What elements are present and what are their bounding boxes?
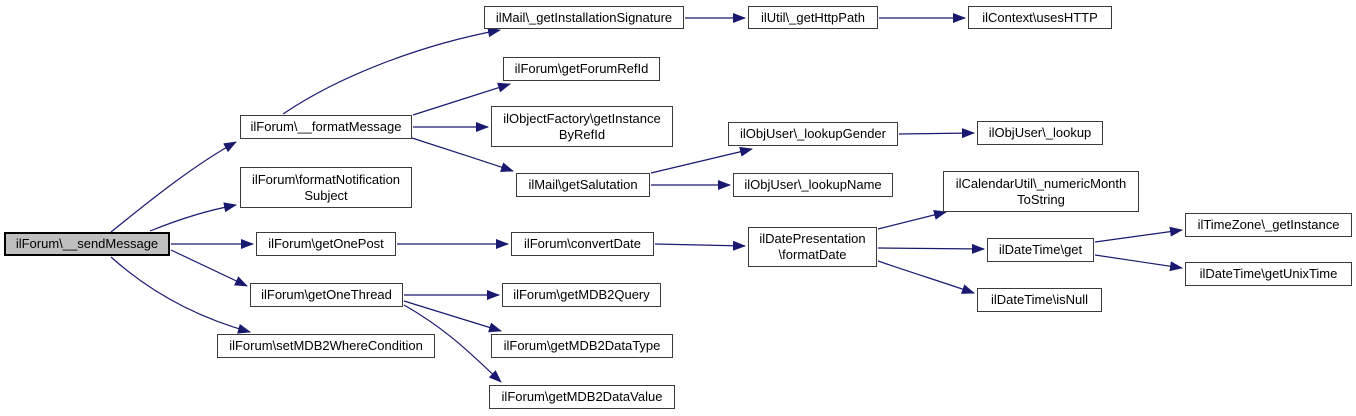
edge-formatmessage-to-getforumrefid xyxy=(412,82,511,116)
node-label: ilForum\getMDB2DataValue xyxy=(501,389,663,404)
node-sendmessage[interactable]: ilForum\__sendMessage xyxy=(4,232,170,256)
node-label: ilTimeZone\_getInstance xyxy=(1197,217,1340,232)
node-label: ilCalendarUtil\_numericMonth xyxy=(955,175,1127,191)
node-formatdate[interactable]: ilDatePresentation\formatDate xyxy=(748,227,877,267)
node-gethttppath[interactable]: ilUtil\_getHttpPath xyxy=(748,6,878,29)
edge-sendmessage-to-getonethread xyxy=(170,249,248,287)
node-label: ilForum\setMDB2WhereCondition xyxy=(229,338,423,353)
node-lookupgender[interactable]: ilObjUser\_lookupGender xyxy=(728,122,898,146)
edge-sendmessage-to-formatnotificationsubject xyxy=(149,202,237,232)
edge-formatmessage-to-getsalutation xyxy=(411,137,514,172)
node-label: ilUtil\_getHttpPath xyxy=(760,9,866,25)
node-label: ilObjUser\_lookupGender xyxy=(740,126,886,141)
edge-getonethread-to-getmdb2datavalue xyxy=(403,304,502,383)
node-label: ilForum\getOneThread xyxy=(261,287,392,302)
node-label: ilMail\getSalutation xyxy=(528,177,638,192)
node-label: ilObjectFactory\getInstance xyxy=(503,110,661,126)
node-label: ByRefId xyxy=(558,126,606,142)
edge-getonethread-to-getmdb2datatype xyxy=(403,300,502,333)
node-label: ilForum\getForumRefId xyxy=(514,61,649,76)
node-getsalutation[interactable]: ilMail\getSalutation xyxy=(516,173,650,197)
node-label: ilDateTime\getUnixTime xyxy=(1199,266,1338,281)
node-getonethread[interactable]: ilForum\getOneThread xyxy=(250,283,403,307)
edge-sendmessage-to-formatmessage xyxy=(110,141,237,233)
edge-datetimeget-to-getunixtime xyxy=(1094,254,1183,272)
node-label: ilForum\convertDate xyxy=(523,236,642,251)
node-label: ilForum\formatNotification xyxy=(251,171,401,187)
node-getmdb2datavalue[interactable]: ilForum\getMDB2DataValue xyxy=(489,385,675,409)
node-label: ilDatePresentation xyxy=(759,231,866,246)
edge-convertdate-to-formatdate xyxy=(654,240,746,251)
node-label: ilForum\__formatMessage xyxy=(250,119,402,134)
node-timezonegetinstance[interactable]: ilTimeZone\_getInstance xyxy=(1185,213,1352,237)
edge-formatdate-to-isnull xyxy=(877,260,975,294)
node-label: ilMail\_getInstallationSignature xyxy=(495,9,673,25)
node-label: Subject xyxy=(304,187,348,203)
node-lookupname[interactable]: ilObjUser\_lookupName xyxy=(733,173,893,197)
edge-formatdate-to-datetimeget xyxy=(877,243,985,254)
node-label: ilContext\usesHTTP xyxy=(982,9,1098,25)
node-getforumrefid[interactable]: ilForum\getForumRefId xyxy=(503,57,660,81)
node-useshttp[interactable]: ilContext\usesHTTP xyxy=(968,6,1112,29)
node-label: ilDateTime\isNull xyxy=(990,292,1089,307)
node-label: ilForum\getMDB2DataType xyxy=(503,338,661,353)
edge-getsalutation-to-lookupgender xyxy=(650,146,753,174)
edge-formatdate-to-numericmonthtostring xyxy=(877,210,947,230)
node-label: ilObjUser\_lookupName xyxy=(744,177,882,192)
node-label: ilDateTime\get xyxy=(998,242,1083,257)
node-getinstallationsignature[interactable]: ilMail\_getInstallationSignature xyxy=(484,6,684,29)
node-label: \formatDate xyxy=(778,247,847,262)
node-getunixtime[interactable]: ilDateTime\getUnixTime xyxy=(1185,262,1352,286)
node-getmdb2query[interactable]: ilForum\getMDB2Query xyxy=(502,283,661,307)
edge-sendmessage-to-setmdb2wherecondition xyxy=(110,256,251,334)
node-setmdb2wherecondition[interactable]: ilForum\setMDB2WhereCondition xyxy=(217,334,435,358)
node-isnull[interactable]: ilDateTime\isNull xyxy=(977,288,1102,312)
node-label: ilForum\__sendMessage xyxy=(15,236,159,251)
edge-lookupgender-to-lookup xyxy=(898,128,975,139)
node-datetimeget[interactable]: ilDateTime\get xyxy=(987,238,1094,262)
node-getmdb2datatype[interactable]: ilForum\getMDB2DataType xyxy=(491,334,673,358)
edge-datetimeget-to-timezonegetinstance xyxy=(1094,226,1183,243)
node-label: ilForum\getMDB2Query xyxy=(513,287,650,302)
edge-formatmessage-to-getinstallationsignature xyxy=(282,27,501,115)
node-label: ilForum\getOnePost xyxy=(268,236,384,251)
node-label: ilObjUser\_lookup xyxy=(988,125,1092,140)
node-label: ToString xyxy=(1017,191,1065,207)
node-formatmessage[interactable]: ilForum\__formatMessage xyxy=(240,115,412,139)
node-convertdate[interactable]: ilForum\convertDate xyxy=(511,232,654,256)
node-lookup[interactable]: ilObjUser\_lookup xyxy=(977,121,1103,145)
node-getonepost[interactable]: ilForum\getOnePost xyxy=(256,232,396,256)
